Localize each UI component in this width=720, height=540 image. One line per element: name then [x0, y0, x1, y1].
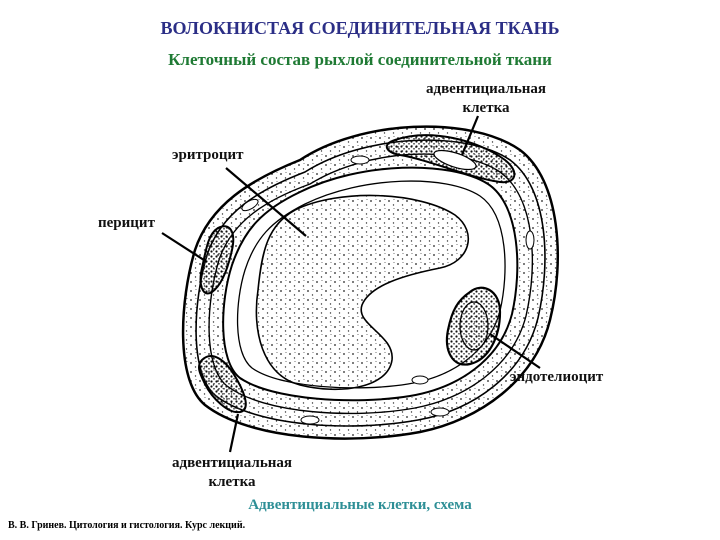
label-adventitial-bottom-line2: клетка: [208, 474, 256, 490]
label-adventitial-top-line1: адвентициальная: [425, 81, 547, 97]
figure-caption: Адвентициальные клетки, схема: [248, 497, 472, 513]
label-adventitial-top-line2: клетка: [462, 100, 510, 116]
label-endotheliocyte: эндотелиоцит: [510, 369, 604, 385]
pointer-pericyte: [161, 232, 208, 263]
label-pericyte: перицит: [98, 215, 155, 231]
adventitial-cell-bottom: [197, 355, 247, 414]
erythrocyte-shape: [255, 194, 470, 391]
label-adventitial-cell-top: адвентициальная клетка: [404, 80, 568, 118]
page-title: ВОЛОКНИСТАЯ СОЕДИНИТЕЛЬНАЯ ТКАНЬ: [160, 18, 560, 38]
label-adventitial-bottom-line1: адвентициальная: [171, 455, 293, 471]
source-credit: В. В. Гринев. Цитология и гистология. Ку…: [8, 520, 246, 531]
pointer-adventitial-bottom: [228, 413, 240, 453]
label-adventitial-cell-bottom: адвентициальная клетка: [150, 454, 314, 492]
label-erythrocyte: эритроцит: [172, 147, 244, 163]
pointer-adventitial-top: [460, 115, 480, 156]
pericyte-cell: [199, 225, 235, 295]
pointer-erythrocyte: [225, 167, 307, 237]
page-subtitle: Клеточный состав рыхлой соединительной т…: [168, 50, 552, 69]
pointer-endotheliocyte: [489, 333, 541, 369]
